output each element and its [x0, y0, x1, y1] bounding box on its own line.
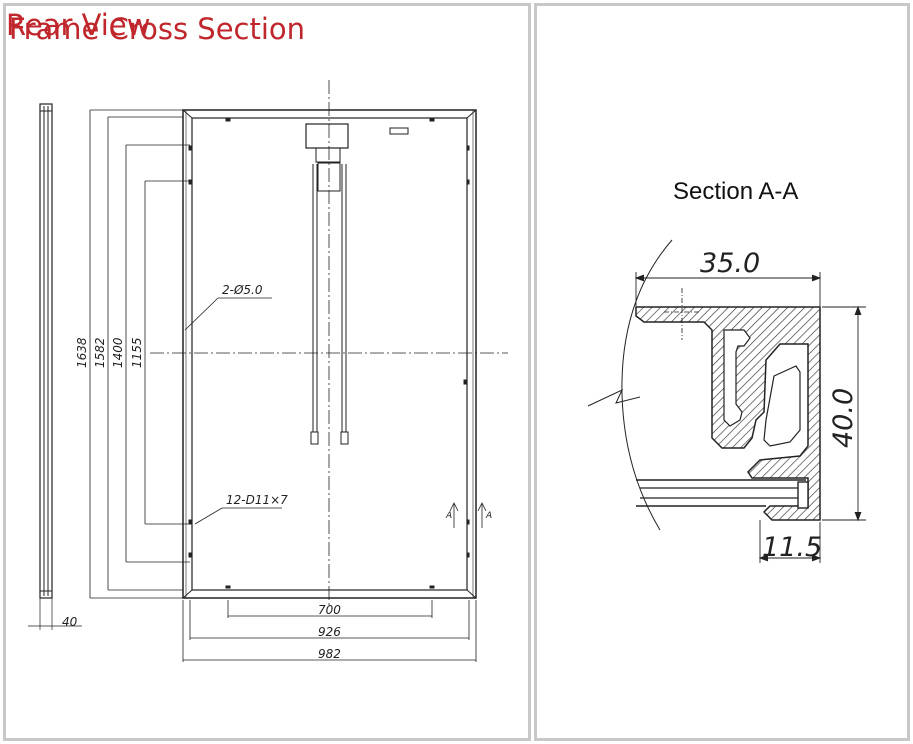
rear-view-drawing: [28, 80, 508, 662]
section-marker-left: A: [445, 511, 452, 521]
frame-section-labels: Section A-A 35.0 40.0 11.5: [673, 178, 859, 563]
panel-frame: [182, 109, 477, 599]
break-line-zigzag: [587, 388, 641, 407]
profile-cavity-lower: [763, 365, 801, 447]
centre-lines: [150, 80, 508, 605]
dim-section-width: 35.0: [700, 248, 760, 279]
rear-view-labels: 1638 1582 1400 1155 40 700 926 982 2-Ø5.…: [62, 283, 492, 661]
mount-holes: [188, 118, 470, 589]
frame-section-title: Frame Cross Section: [9, 12, 306, 46]
section-label: Section A-A: [673, 178, 798, 205]
vertical-dimensions: [89, 109, 190, 599]
dim-height-mount-outer: 1582: [93, 337, 107, 368]
frame-section-drawing: [587, 239, 866, 563]
callout-mount-holes: 12-D11×7: [226, 493, 288, 507]
dim-width-inner: 700: [318, 603, 341, 617]
dim-section-height: 40.0: [828, 388, 859, 448]
dim-height-mount-inner: 1155: [130, 337, 144, 368]
dim-width-outer: 982: [318, 647, 341, 661]
callout-leaders: [184, 297, 282, 525]
junction-box: [305, 123, 409, 192]
dim-width-mount: 926: [318, 625, 341, 639]
section-dimensions: [634, 272, 866, 563]
side-profile: [28, 103, 82, 630]
break-line-arc: [621, 239, 673, 531]
dim-section-lip: 11.5: [762, 532, 822, 563]
glass-laminate: [636, 479, 809, 509]
cables: [310, 164, 349, 445]
dim-height-outer: 1638: [75, 337, 89, 368]
section-markers: [449, 502, 487, 528]
dim-height-mount-mid: 1400: [111, 337, 125, 368]
rear-view-panel: [3, 3, 531, 741]
section-marker-right: A: [485, 511, 492, 521]
profile-cavity-upper: [723, 329, 751, 427]
callout-ground-holes: 2-Ø5.0: [222, 283, 263, 297]
rear-view-title: Rear View: [6, 8, 151, 42]
horizontal-dimensions: [182, 600, 477, 662]
dim-frame-thickness: 40: [62, 615, 78, 629]
